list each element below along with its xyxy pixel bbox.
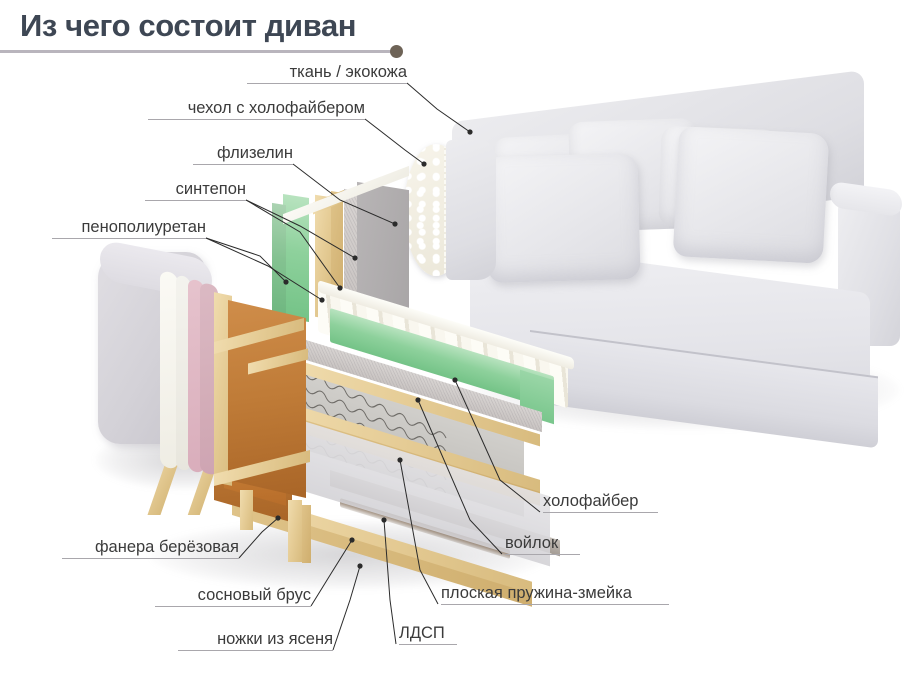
underline-ldsp <box>399 643 457 645</box>
label-flizelin: флизелин <box>216 143 293 162</box>
underline-flizelin <box>193 163 293 165</box>
bolster-fabric-body <box>446 140 496 280</box>
label-tkan: ткань / экокожа <box>289 62 407 81</box>
ash-leg-front <box>288 500 302 562</box>
page-title: Из чего состоит диван <box>20 8 357 43</box>
label-sintepon: синтепон <box>175 179 246 198</box>
label-zmeyka: плоская пружина-змейка <box>441 583 632 602</box>
underline-nozhki <box>178 649 333 651</box>
label-chehol: чехол с холофайбером <box>187 98 365 117</box>
ash-leg-front-face <box>302 505 311 563</box>
underline-chehol <box>148 118 365 120</box>
underline-voylok <box>505 553 580 555</box>
back-fabric-panel <box>357 181 409 311</box>
callout-ppu: пенополиуретан <box>52 213 206 239</box>
callout-ldsp: ЛДСП <box>399 619 457 645</box>
throw-pillow-left <box>485 153 641 283</box>
callout-voylok: войлок <box>505 529 580 555</box>
underline-zmeyka <box>441 603 669 605</box>
label-voylok: войлок <box>505 533 559 552</box>
label-ldsp: ЛДСП <box>399 623 445 642</box>
callout-fanera: фанера берёзовая <box>62 533 239 559</box>
title-divider <box>0 50 393 53</box>
callout-zmeyka: плоская пружина-змейка <box>441 579 669 605</box>
underline-ppu <box>52 237 206 239</box>
underline-fanera <box>62 557 239 559</box>
label-brus: сосновый брус <box>197 585 311 604</box>
header: Из чего состоит диван <box>0 0 910 58</box>
underline-brus <box>155 605 311 607</box>
label-nozhki: ножки из ясеня <box>217 629 333 648</box>
callout-tkan: ткань / экокожа <box>247 58 407 84</box>
label-holofiber: холофайбер <box>543 491 639 510</box>
label-fanera: фанера берёзовая <box>94 537 239 556</box>
underline-tkan <box>247 82 407 84</box>
callout-flizelin: флизелин <box>193 139 293 165</box>
title-accent-dot <box>390 45 403 58</box>
underline-holofiber <box>543 511 658 513</box>
callout-sintepon: синтепон <box>145 175 246 201</box>
label-ppu: пенополиуретан <box>81 217 206 236</box>
underline-sintepon <box>145 199 246 201</box>
throw-pillow-right <box>672 126 830 264</box>
callout-chehol: чехол с холофайбером <box>148 94 365 120</box>
bolster-holofiber-fill <box>404 144 448 276</box>
callout-brus: сосновый брус <box>155 581 311 607</box>
callout-nozhki: ножки из ясеня <box>178 625 333 651</box>
ash-leg-back <box>240 490 253 530</box>
callout-holofiber: холофайбер <box>543 487 658 513</box>
